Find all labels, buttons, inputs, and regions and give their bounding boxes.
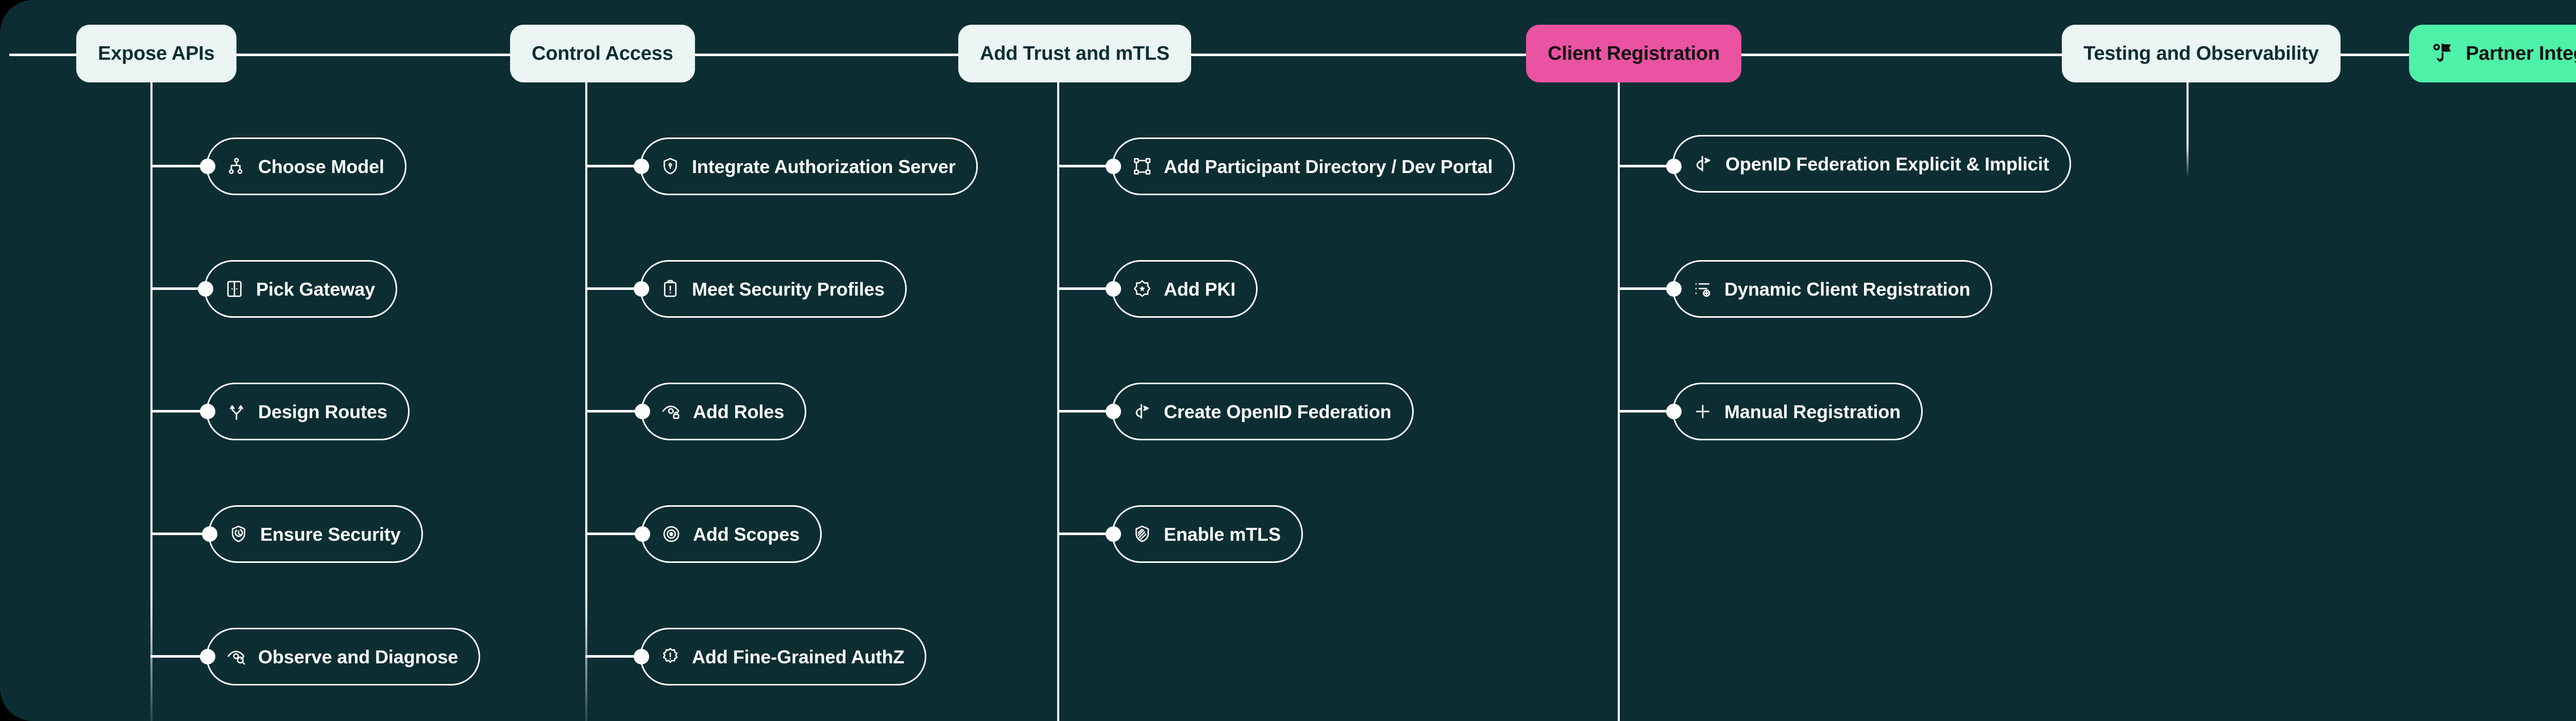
trunk-add-trust-and-mtls <box>1057 82 1059 721</box>
leaf-enable-mtls[interactable]: Enable mTLS <box>1112 505 1303 563</box>
leaf-label: Design Routes <box>258 401 387 422</box>
leaf-label: Add Scopes <box>693 524 800 545</box>
burst-alert-icon <box>660 646 681 667</box>
rail-5 <box>2295 54 2409 56</box>
stage-label: Partner Integrated <box>2466 42 2576 64</box>
leaf-label: Dynamic Client Registration <box>1724 279 1971 300</box>
target-icon <box>661 524 682 544</box>
trunk-control-access <box>585 82 587 721</box>
eye-search-icon <box>226 646 247 667</box>
trunk-client-registration <box>1618 82 1620 721</box>
stage-control-access[interactable]: Control Access <box>510 25 695 82</box>
stub-dynamic-client-registration <box>1618 287 1672 290</box>
stage-testing-and-observability[interactable]: Testing and Observability <box>2062 25 2341 82</box>
stub-observe-and-diagnose <box>150 655 206 658</box>
stub-openid-federation-explicit-implicit <box>1618 165 1672 167</box>
leaf-label: Add Participant Directory / Dev Portal <box>1164 156 1493 177</box>
leaf-manual-registration[interactable]: Manual Registration <box>1672 383 1923 440</box>
leaf-ensure-security[interactable]: Ensure Security <box>208 505 423 563</box>
stub-manual-registration <box>1618 410 1672 413</box>
stub-add-fine-grained-authz <box>585 655 640 658</box>
stage-label: Client Registration <box>1548 42 1720 64</box>
leaf-add-roles[interactable]: Add Roles <box>641 383 807 440</box>
route-branch-icon <box>226 401 247 422</box>
leaf-label: Enable mTLS <box>1164 524 1281 545</box>
rail-1 <box>222 54 510 56</box>
stub-design-routes <box>150 410 206 413</box>
stub-ensure-security <box>150 533 208 535</box>
shield-stripes-icon <box>1132 524 1153 544</box>
leaf-meet-security-profiles[interactable]: Meet Security Profiles <box>640 260 907 318</box>
stage-expose-apis[interactable]: Expose APIs <box>76 25 236 82</box>
leaf-observe-and-diagnose[interactable]: Observe and Diagnose <box>206 628 481 685</box>
leaf-label: Manual Registration <box>1724 401 1901 422</box>
leaf-label: Choose Model <box>258 156 384 177</box>
leaf-add-pki[interactable]: Add PKI <box>1112 260 1258 318</box>
leaf-label: Add Fine-Grained AuthZ <box>692 646 905 667</box>
leaf-integrate-authorization-server[interactable]: Integrate Authorization Server <box>640 138 978 195</box>
stage-label: Add Trust and mTLS <box>980 42 1170 64</box>
openid-icon <box>1132 401 1153 422</box>
stage-label: Expose APIs <box>98 42 215 64</box>
stub-choose-model <box>150 165 206 167</box>
rail-2 <box>670 54 958 56</box>
leaf-add-fine-grained-authz[interactable]: Add Fine-Grained AuthZ <box>640 628 927 685</box>
stage-label: Testing and Observability <box>2083 42 2319 64</box>
shield-lock-icon <box>660 156 681 177</box>
rail-4 <box>1711 54 2062 56</box>
stage-client-registration[interactable]: Client Registration <box>1526 25 1742 82</box>
stage-add-trust-and-mtls[interactable]: Add Trust and mTLS <box>958 25 1191 82</box>
stage-label: Control Access <box>532 42 673 64</box>
leaf-label: Add Roles <box>693 401 785 422</box>
stub-pick-gateway <box>150 287 204 290</box>
rail-left-edge <box>9 54 76 56</box>
trunk-testing-and-observability <box>2187 82 2189 178</box>
shield-clock-icon <box>228 524 249 544</box>
stub-integrate-authorization-server <box>585 165 640 167</box>
stub-add-participant-directory <box>1057 165 1112 167</box>
leaf-openid-federation-explicit-implicit[interactable]: OpenID Federation Explicit & Implicit <box>1672 135 2072 193</box>
stub-add-roles <box>585 410 641 413</box>
leaf-label: Add PKI <box>1164 279 1236 300</box>
leaf-label: Pick Gateway <box>256 279 375 300</box>
plus-icon <box>1692 401 1713 422</box>
leaf-design-routes[interactable]: Design Routes <box>206 383 410 440</box>
leaf-add-participant-directory[interactable]: Add Participant Directory / Dev Portal <box>1112 138 1515 195</box>
star-badge-icon <box>1132 279 1153 299</box>
stub-meet-security-profiles <box>585 287 640 290</box>
leaf-dynamic-client-registration[interactable]: Dynamic Client Registration <box>1672 260 1993 318</box>
leaf-label: Integrate Authorization Server <box>692 156 956 177</box>
eye-lock-icon <box>661 401 682 422</box>
leaf-pick-gateway[interactable]: Pick Gateway <box>204 260 397 318</box>
list-plus-icon <box>1692 279 1713 299</box>
trunk-expose-apis <box>150 82 152 721</box>
hierarchy-icon <box>226 156 247 177</box>
leaf-choose-model[interactable]: Choose Model <box>206 138 406 195</box>
leaf-label: Ensure Security <box>260 524 401 545</box>
leaf-label: Meet Security Profiles <box>692 279 885 300</box>
leaf-label: Observe and Diagnose <box>258 646 459 667</box>
leaf-label: OpenID Federation Explicit & Implicit <box>1725 153 2049 175</box>
stub-create-openid-federation <box>1057 410 1112 413</box>
clipboard-alert-icon <box>660 279 681 299</box>
stub-add-pki <box>1057 287 1112 290</box>
stub-add-scopes <box>585 533 641 535</box>
leaf-label: Create OpenID Federation <box>1164 401 1392 422</box>
stub-enable-mtls <box>1057 533 1112 535</box>
sitemap-icon <box>1132 156 1153 177</box>
leaf-add-scopes[interactable]: Add Scopes <box>641 505 822 563</box>
openid-icon <box>1692 153 1714 175</box>
gateway-door-icon <box>224 279 245 299</box>
rail-3 <box>1165 54 1526 56</box>
leaf-create-openid-federation[interactable]: Create OpenID Federation <box>1112 383 1414 440</box>
stage-partner-integrated[interactable]: Partner Integrated <box>2409 25 2576 82</box>
goal-flag-icon <box>2431 41 2456 66</box>
